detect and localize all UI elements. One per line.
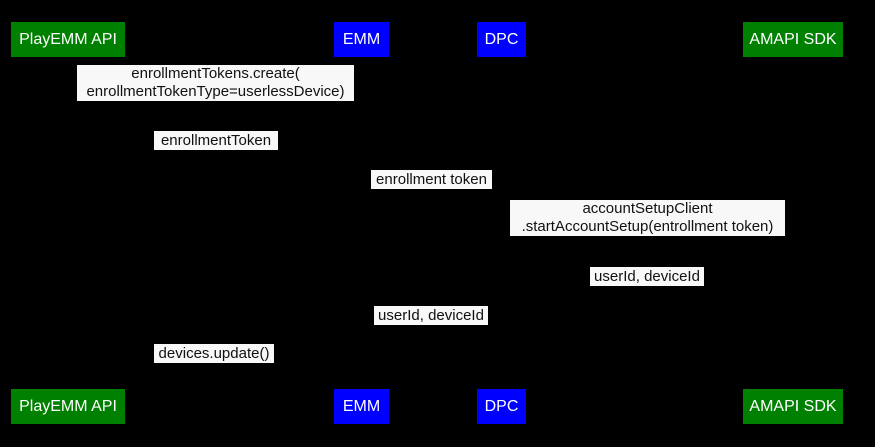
actor-dpc-bottom: DPC [477,389,526,424]
message-line: userId, deviceId [378,307,484,324]
message-line: enrollmentTokens.create( [131,65,300,82]
message-line: accountSetupClient [582,200,713,217]
message-line: .startAccountSetup(entrollment token) [521,218,774,235]
message-line: userId, deviceId [594,268,700,285]
actor-amapi-sdk-top: AMAPI SDK [743,22,843,57]
message-start-account-setup: accountSetupClient .startAccountSetup(en… [510,200,785,236]
message-line: enrollmentTokenType=userlessDevice) [86,83,345,100]
actor-emm-bottom: EMM [334,389,389,424]
message-line: enrollmentToken [160,132,272,149]
actor-playemm-api-bottom: PlayEMM API [11,389,125,424]
message-enrollment-token-pass: enrollment token [371,170,492,189]
actor-emm-top: EMM [334,22,389,57]
message-devices-update: devices.update() [154,344,274,363]
message-enrollment-tokens-create: enrollmentTokens.create( enrollmentToken… [77,65,354,101]
message-line: enrollment token [376,171,487,188]
message-enrollment-token-return: enrollmentToken [154,131,278,150]
actor-playemm-api-top: PlayEMM API [11,22,125,57]
message-userid-deviceid-return: userId, deviceId [590,267,704,286]
actor-dpc-top: DPC [477,22,526,57]
actor-amapi-sdk-bottom: AMAPI SDK [743,389,843,424]
message-userid-deviceid-pass: userId, deviceId [374,306,488,325]
message-line: devices.update() [158,345,270,362]
